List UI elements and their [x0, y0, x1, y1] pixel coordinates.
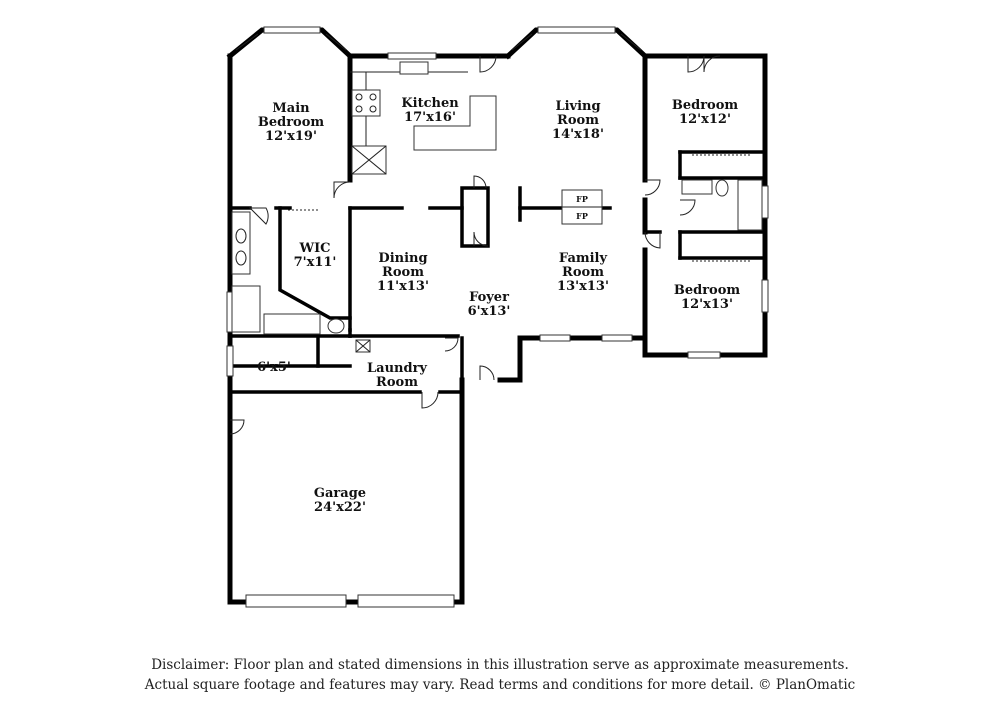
sink — [399, 61, 429, 75]
disclaimer: Disclaimer: Floor plan and stated dimens… — [0, 655, 1000, 695]
toilet — [715, 179, 729, 197]
garage-door — [245, 594, 347, 608]
door-swing — [444, 337, 459, 352]
bedroom-2-label: Bedroom — [674, 283, 741, 298]
bedroom-1-size: 12'x12' — [679, 112, 731, 127]
laundry-label-2: Room — [376, 375, 418, 390]
window — [263, 26, 321, 34]
doors — [229, 55, 721, 435]
laundry-label: Laundry — [367, 361, 427, 376]
tub — [231, 285, 261, 333]
wic-size: 7'x11' — [294, 255, 337, 270]
tub — [737, 179, 763, 231]
door-swing — [679, 199, 696, 216]
garage-label: Garage — [314, 486, 366, 501]
living-room-size: 14'x18' — [552, 127, 604, 142]
fixtures — [231, 61, 763, 353]
windows — [226, 26, 769, 608]
fireplace-label-2: FP — [576, 211, 588, 221]
living-room-label: Living — [555, 99, 600, 114]
disclaimer-line-1: Disclaimer: Floor plan and stated dimens… — [151, 657, 849, 673]
dining-room-label: Dining — [378, 251, 427, 266]
door-swing — [333, 181, 351, 199]
door-swing — [229, 419, 245, 435]
fireplace-label-1: FP — [576, 194, 588, 204]
bedroom-1-label: Bedroom — [672, 98, 739, 113]
door-swing — [473, 175, 487, 189]
window — [539, 334, 571, 342]
storage-size: 6'x5' — [257, 360, 291, 375]
dining-room-size: 11'x13' — [377, 279, 429, 294]
door-swing — [644, 231, 661, 249]
shower — [263, 313, 321, 335]
toilet — [327, 318, 345, 334]
kitchen-label: Kitchen — [401, 96, 459, 111]
door-swing — [248, 207, 269, 225]
garage-size: 24'x22' — [314, 500, 366, 515]
window — [761, 279, 769, 313]
family-room-label-2: Room — [562, 265, 604, 280]
stove — [351, 89, 381, 117]
dining-room-label-2: Room — [382, 265, 424, 280]
door-swing — [473, 231, 489, 247]
bedroom-2-size: 12'x13' — [681, 297, 733, 312]
door-swing — [479, 365, 495, 381]
garage-door — [357, 594, 455, 608]
family-room-size: 13'x13' — [557, 279, 609, 294]
disclaimer-line-2: Actual square footage and features may v… — [144, 677, 856, 693]
foyer-size: 6'x13' — [468, 304, 511, 319]
kitchen-size: 17'x16' — [404, 110, 456, 125]
window — [687, 351, 721, 359]
kitchen-island — [413, 95, 497, 151]
door-swing — [479, 55, 497, 73]
foyer-label: Foyer — [469, 290, 509, 305]
main-bedroom-size: 12'x19' — [265, 129, 317, 144]
door-swing — [687, 55, 721, 73]
room-labels: Main Bedroom 12'x19' Kitchen 17'x16' Liv… — [257, 96, 740, 515]
main-bedroom-label-2: Bedroom — [258, 115, 325, 130]
wic-label: WIC — [298, 241, 330, 256]
main-bedroom-label: Main — [272, 101, 310, 116]
window — [537, 26, 616, 34]
vanity — [681, 179, 713, 195]
window — [387, 52, 437, 60]
door-swing — [421, 391, 439, 409]
window — [761, 185, 769, 219]
window — [601, 334, 633, 342]
door-swing — [644, 179, 661, 196]
living-room-label-2: Room — [557, 113, 599, 128]
window — [226, 345, 234, 377]
family-room-label: Family — [559, 251, 608, 266]
